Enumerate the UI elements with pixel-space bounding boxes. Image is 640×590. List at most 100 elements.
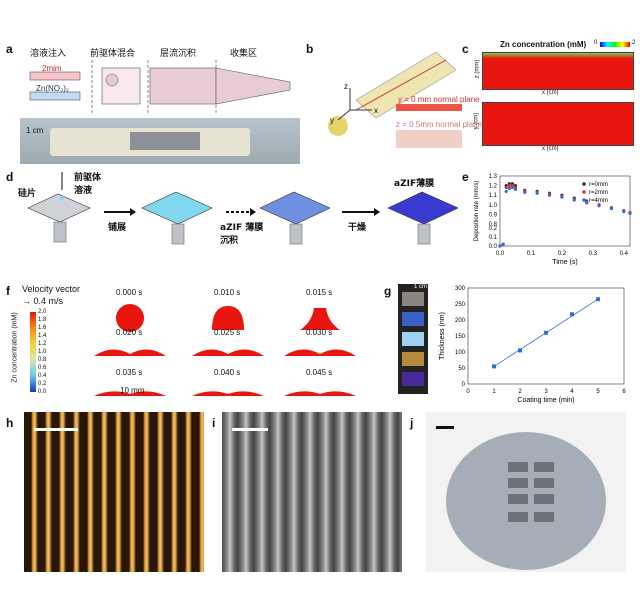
chip-label: 硅片 (18, 189, 37, 199)
chart-e-xtick: 0.3 (589, 251, 598, 257)
plane-z05-label: z = 0.5mm normal plane (396, 120, 483, 129)
velocity-title: Velocity vector (22, 284, 81, 294)
chart-e-point (622, 209, 626, 214)
chart-e-point (560, 195, 564, 199)
chart-g-xtick: 3 (544, 389, 548, 395)
chart-e-point (585, 201, 589, 205)
chart-g-xtick: 2 (518, 389, 522, 395)
swatch-3 (402, 332, 424, 346)
droplet (212, 306, 244, 330)
wafer-pad (534, 494, 554, 504)
chart-g-xtick: 1 (492, 389, 496, 395)
chart-e-point (507, 184, 511, 188)
zn-colorbar-tick: 1.0 (38, 349, 47, 355)
droplet-time-label: 0.035 s (116, 368, 143, 377)
wafer-pad (534, 512, 554, 522)
zn-colorbar-label: Zn concentration (mM) (11, 312, 19, 383)
device-photo-window (130, 132, 200, 150)
chart-g-point (544, 330, 548, 335)
wafer-pad (508, 478, 528, 488)
chart-e-xtick: 0.4 (620, 251, 629, 257)
droplet-time-label: 0.020 s (116, 328, 143, 337)
panel-f: Velocity vector → 0.4 m/s Zn concentrati… (12, 282, 376, 402)
inlet-zn: Zn(NO₃)₂ (36, 84, 70, 93)
swatch-2 (402, 312, 424, 326)
photo-scalebar-label: 1 cm (26, 126, 44, 135)
ylabel-bottom: y (cm) (473, 112, 480, 130)
chart-g-ytick: 200 (455, 318, 466, 324)
wafer-pad (508, 462, 528, 472)
chart-e-legend-marker (582, 198, 586, 202)
chart-e-point (523, 190, 527, 194)
concentration-title: Zn concentration (mM) (500, 40, 587, 49)
chart-e-xlabel: Time (s) (552, 259, 577, 266)
droplet-time-label: 0.010 s (214, 288, 241, 297)
panel-j-scalebar (436, 426, 454, 429)
chart-g-xtick: 5 (596, 389, 600, 395)
droplet-time-label: 0.025 s (214, 328, 241, 337)
chart-e-point (628, 211, 632, 216)
heatmap-y-plane (482, 102, 634, 146)
chart-g-xlabel: Coating time (min) (517, 397, 574, 404)
droplet (192, 349, 264, 356)
panel-a: 溶液注入 前驱体混合 层流沉积 收集区 2mim Zn(NO₃)₂ 1 cm (20, 40, 300, 165)
panel-d: 硅片 前驱体 溶液 铺展 aZIF 薄膜 沉积 干燥 aZIF薄膜 (18, 168, 459, 268)
precursor-label: 前驱体 溶液 (74, 173, 102, 196)
chart-e-ytick: 0.1 (489, 235, 498, 241)
step-dry: 干燥 (348, 223, 367, 233)
wafer-pad (534, 462, 554, 472)
swatch-5 (402, 372, 424, 386)
droplet (94, 391, 166, 396)
chart-g-point (492, 364, 496, 369)
chart-e-frame (499, 175, 631, 247)
chart-e-point (547, 193, 552, 197)
axis-y-label: y (330, 116, 334, 125)
chart-e-legend-label: r=0mm (589, 182, 608, 188)
chart-g-ytick: 0 (462, 382, 466, 388)
chart-e-point (507, 186, 511, 191)
stage-4 (387, 191, 459, 245)
chart-e-ytick: 0.2 (489, 226, 498, 232)
step-spread: 铺展 (108, 223, 127, 233)
wafer-pad (508, 512, 528, 522)
droplet-time-label: 0.015 s (306, 288, 333, 297)
zn-colorbar-tick: 0.2 (38, 381, 47, 387)
droplet (300, 308, 340, 330)
chart-e-legend-marker (582, 182, 586, 186)
droplet-time-label: 0.045 s (306, 368, 333, 377)
spin-process-schematic (27, 172, 459, 245)
chart-e-point (501, 242, 505, 246)
droplet-time-label: 0.040 s (214, 368, 241, 377)
panel-i-micrograph (222, 412, 402, 572)
chart-g-xtick: 6 (622, 389, 626, 395)
panel-h-label: h (6, 416, 14, 430)
zn-colorbar (30, 312, 36, 392)
swatch-4 (402, 352, 424, 366)
heatmap-z-plane (482, 52, 634, 90)
stage-mixing: 前驱体混合 (90, 49, 136, 59)
chart-g-ylabel: Thickness (nm) (439, 312, 446, 360)
chart-g-xtick: 0 (466, 389, 470, 395)
zn-colorbar-tick: 0.8 (38, 357, 47, 363)
wafer-pad (534, 478, 554, 488)
panel-h-micrograph (24, 412, 204, 572)
chart-g-point (518, 348, 522, 353)
inlet-2mim: 2mim (42, 64, 62, 73)
chart-g-ytick: 50 (458, 366, 465, 372)
chart-e-point (609, 207, 614, 211)
chart-g-point (596, 297, 600, 302)
zn-colorbar-tick: 0.0 (38, 389, 47, 395)
swatch-1 (402, 292, 424, 306)
stage-deposition: 层流沉积 (160, 49, 197, 59)
colorbar-max: 2 (632, 40, 636, 46)
axis-z-label: z (344, 82, 348, 91)
droplet-scale-label: 10 mm (120, 386, 145, 395)
chart-e-point (510, 185, 514, 190)
chart-g-ytick: 300 (455, 286, 466, 292)
chart-e-point (572, 198, 576, 202)
panel-d-label: d (6, 170, 14, 184)
ylabel-top: z (mm) (474, 59, 481, 79)
chart-e-xtick: 0.0 (496, 251, 505, 257)
zn-colorbar-tick: 1.2 (38, 341, 47, 347)
